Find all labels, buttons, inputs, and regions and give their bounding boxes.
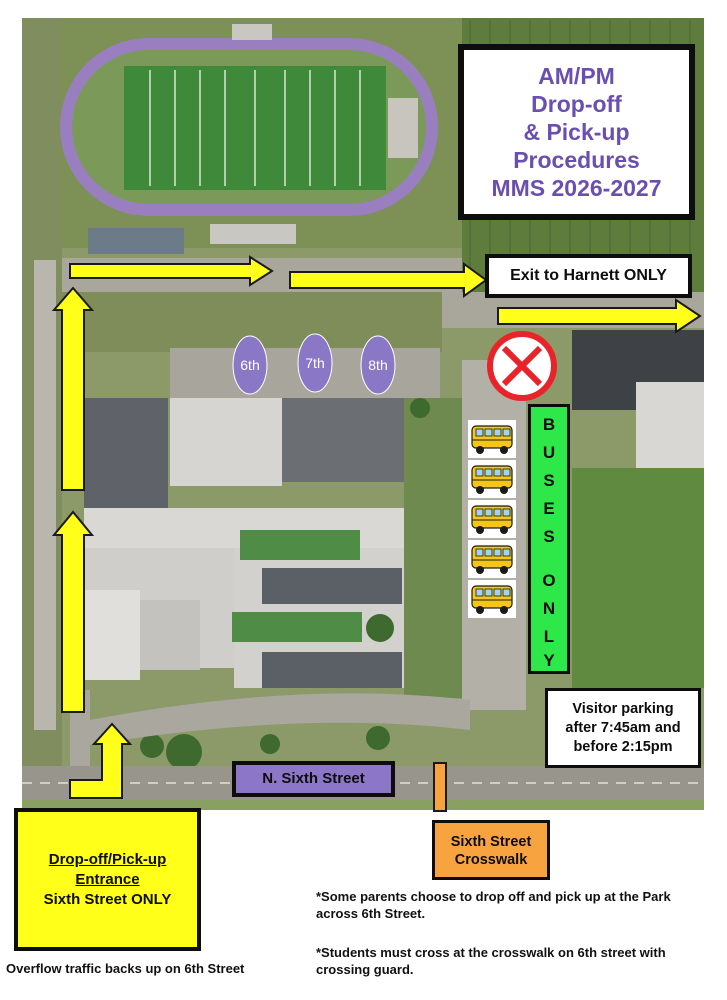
visitor-parking-box: Visitor parking after 7:45am and before … [545, 688, 701, 768]
title-line: & Pick-up [523, 119, 630, 145]
overflow-note: Overflow traffic backs up on 6th Street [6, 961, 245, 976]
crosswalk-box: Sixth Street Crosswalk [432, 820, 550, 880]
entrance-line: Sixth Street ONLY [43, 891, 172, 908]
entrance-line: Drop-off/Pick-up [48, 851, 167, 868]
grade-6-marker: 6th [232, 335, 268, 395]
crosswalk-line: Crosswalk [454, 852, 528, 868]
arrow-icon [497, 298, 702, 334]
grade-8-marker: 8th [360, 335, 396, 395]
title-line: Procedures [513, 147, 640, 173]
no-entry-icon [487, 331, 557, 401]
buses-letter: B [542, 415, 556, 434]
park-note: *Some parents choose to drop off and pic… [316, 889, 671, 921]
school-bus-icon [468, 420, 516, 458]
visitor-line: Visitor parking [572, 701, 674, 717]
school-bus-icon [468, 540, 516, 578]
grade-7-marker: 7th [297, 333, 333, 393]
grade-8-label: 8th [368, 357, 387, 373]
entrance-box: Drop-off/Pick-up Entrance Sixth Street O… [14, 808, 201, 951]
crosswalk-note: *Students must cross at the crosswalk on… [316, 945, 666, 977]
street-label: N. Sixth Street [232, 761, 395, 797]
arrow-icon [69, 255, 274, 287]
arrow-icon [51, 510, 95, 713]
buses-letter: L [543, 627, 555, 646]
buses-letter: U [542, 443, 556, 462]
title-line: Drop-off [531, 91, 622, 117]
visitor-line: after 7:45am and [565, 720, 681, 736]
grade-6-label: 6th [240, 357, 259, 373]
school-bus-icon [468, 460, 516, 498]
arrow-icon [69, 722, 133, 799]
visitor-line: before 2:15pm [573, 739, 673, 755]
school-bus-icon [468, 500, 516, 538]
grade-7-label: 7th [305, 355, 324, 371]
buses-letter: E [543, 499, 555, 518]
arrow-icon [51, 286, 95, 491]
crosswalk-marker [433, 762, 447, 812]
title-line: AM/PM [538, 63, 615, 89]
title-box: AM/PM Drop-off & Pick-up Procedures MMS … [458, 44, 695, 220]
crosswalk-line: Sixth Street [450, 834, 532, 850]
buses-only-sign: B U S E S O N L Y [528, 404, 570, 674]
buses-letter: N [542, 599, 556, 618]
arrow-icon [289, 262, 488, 298]
exit-label: Exit to Harnett ONLY [485, 254, 692, 298]
buses-letter: O [542, 571, 556, 590]
buses-letter: S [543, 471, 555, 490]
entrance-line: Entrance [75, 871, 140, 888]
title-line: MMS 2026-2027 [491, 175, 662, 201]
buses-letter: S [543, 527, 555, 546]
school-bus-icon [468, 580, 516, 618]
buses-letter: Y [543, 651, 555, 670]
